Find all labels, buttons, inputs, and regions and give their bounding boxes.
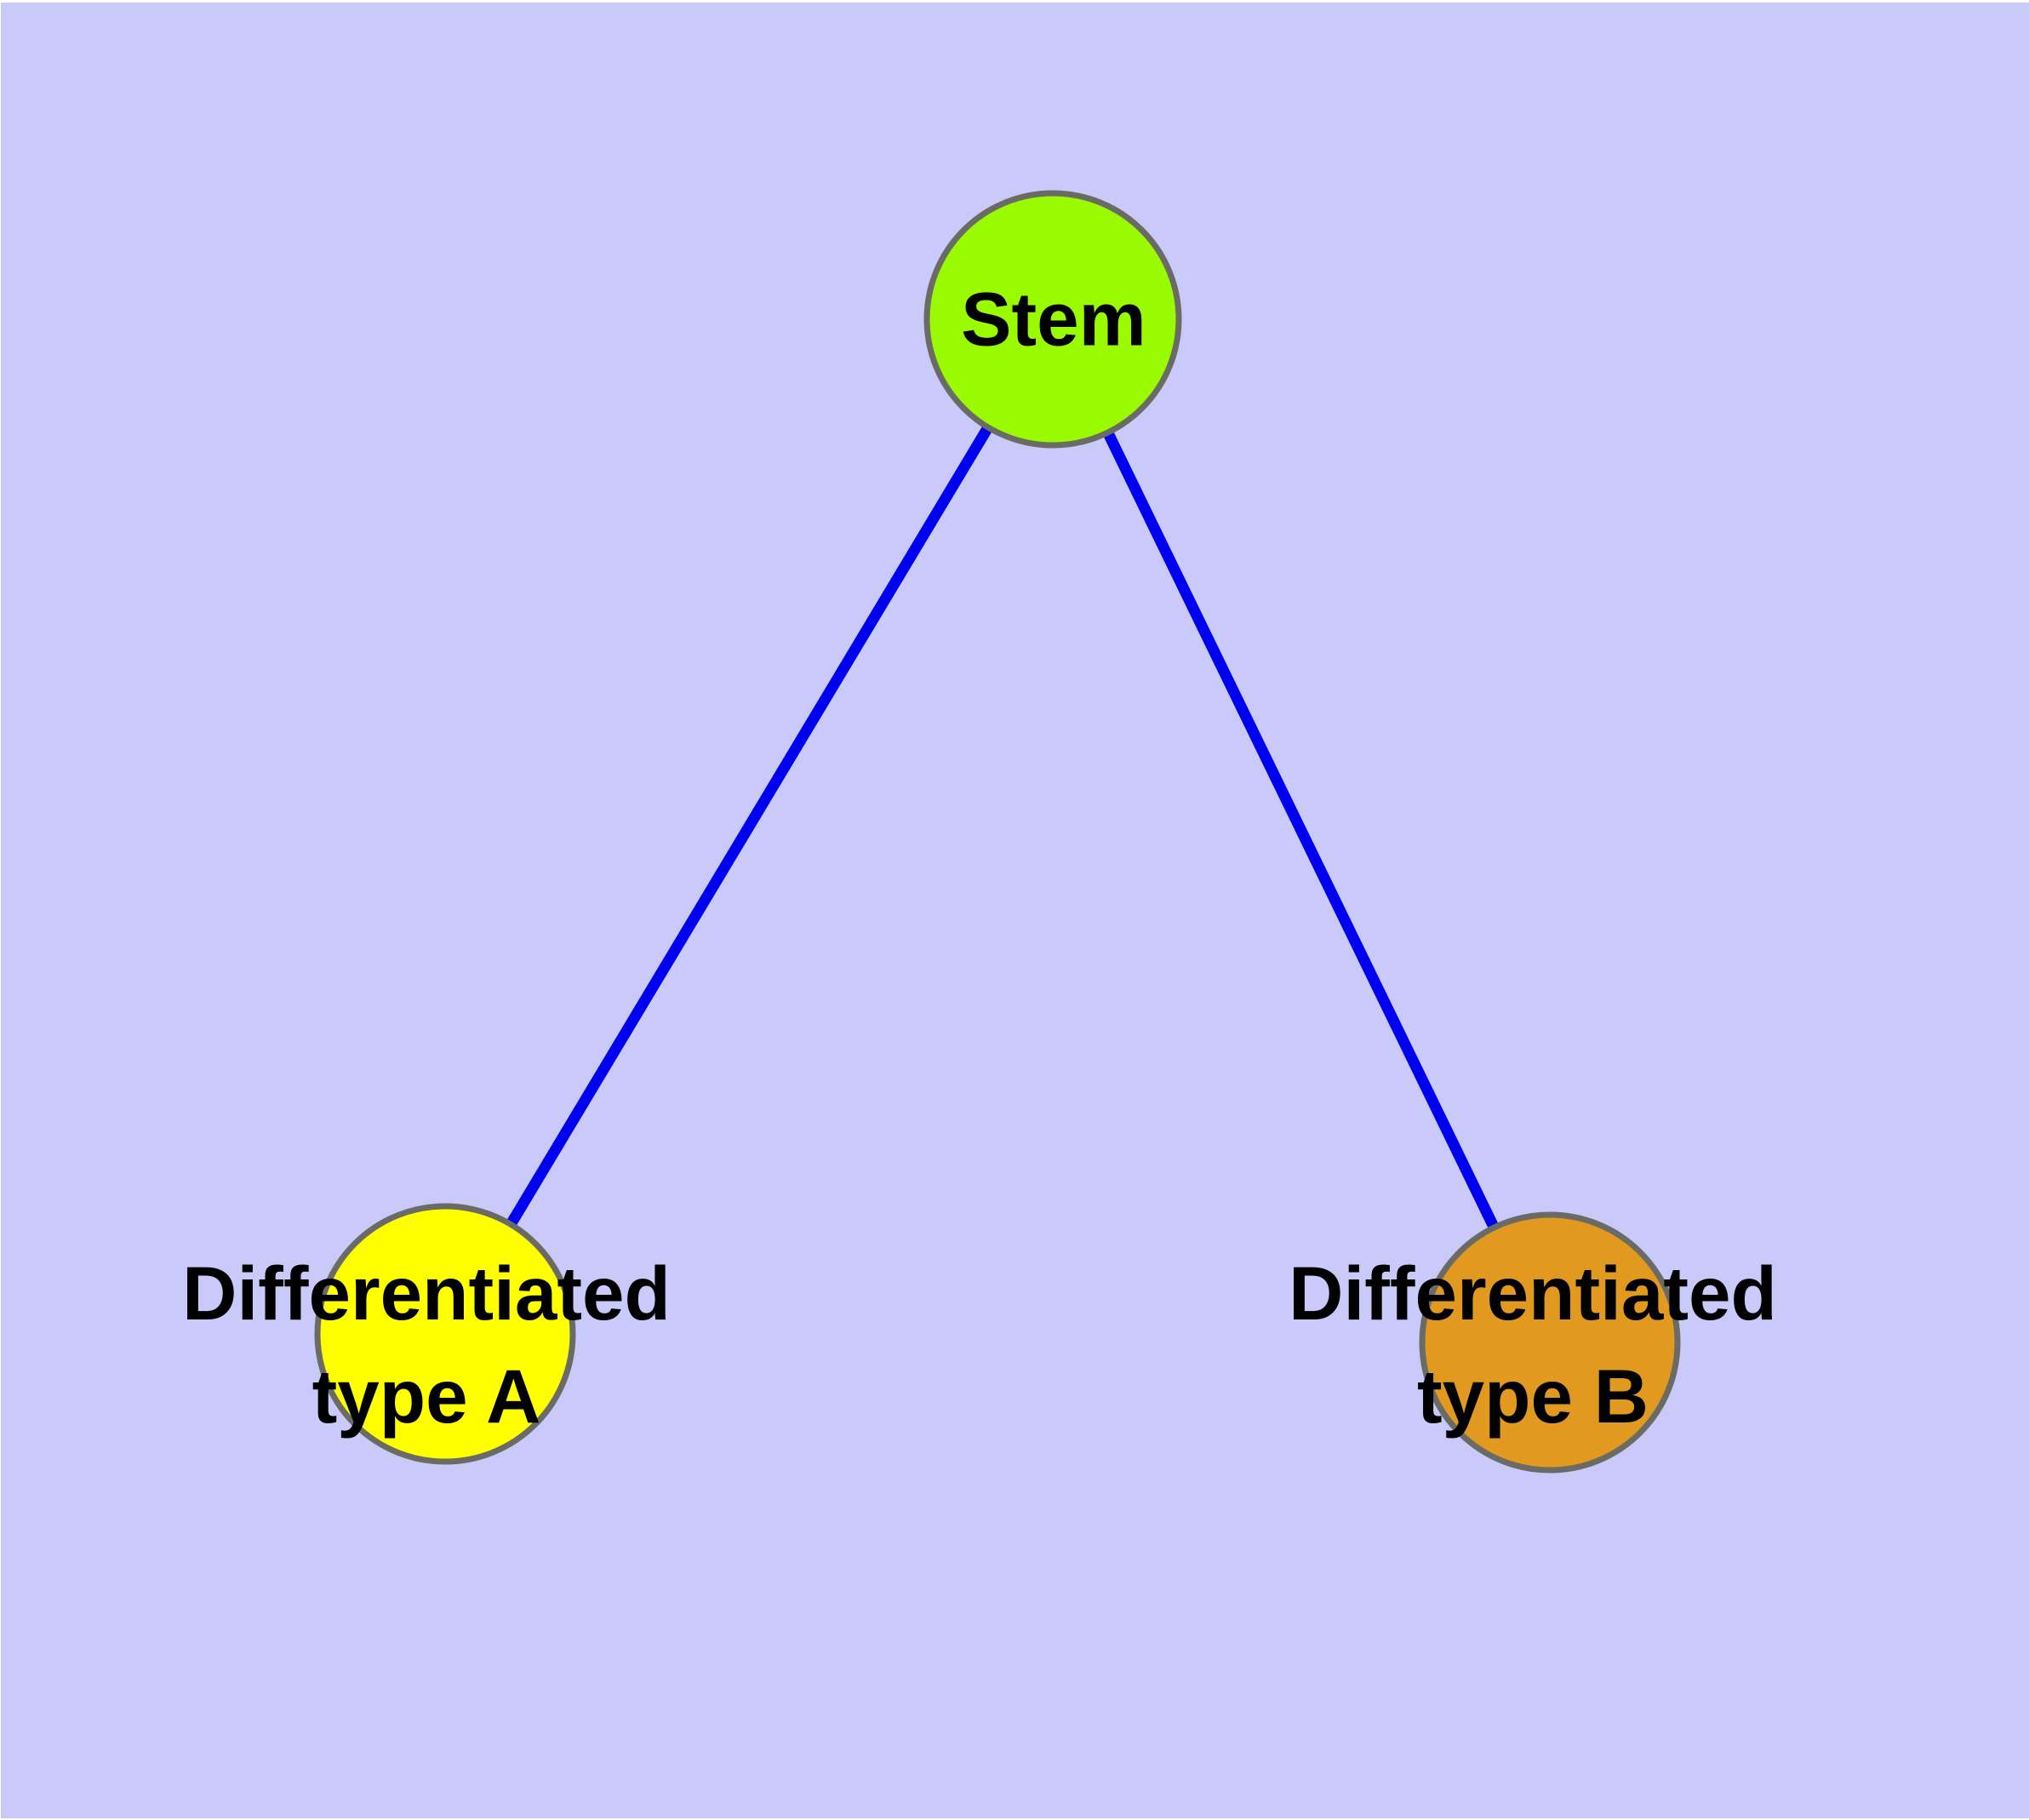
node-stem[interactable] [923, 190, 1182, 449]
edge-stem-to-type-b [1048, 317, 1555, 1345]
node-type-b[interactable] [1419, 1211, 1681, 1474]
node-type-a[interactable] [314, 1203, 576, 1465]
edge-stem-to-type-a [440, 316, 1058, 1337]
graph-canvas: Stem Differentiated type A Differentiate… [1, 3, 2029, 1818]
